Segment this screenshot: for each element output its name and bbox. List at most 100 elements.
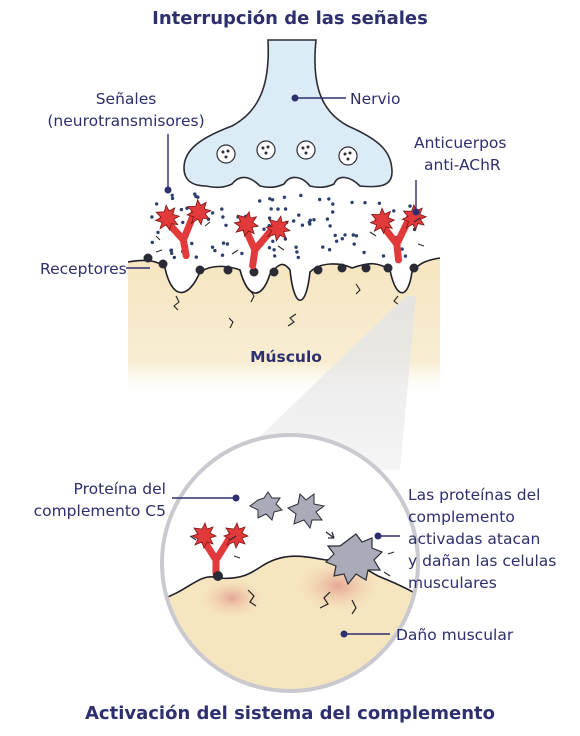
receptor-dot <box>409 263 419 273</box>
neurotransmitter-dot <box>295 250 299 254</box>
neurotransmitter-dot <box>362 250 366 255</box>
neurotransmitter-dot <box>220 253 225 257</box>
receptor-dot <box>313 265 323 275</box>
nerve-terminal <box>183 39 393 189</box>
neurotransmitter-dot <box>333 233 337 238</box>
receptor-dot <box>361 263 371 273</box>
neurotransmitter-dot <box>150 240 154 245</box>
neurotransmitter-dot <box>185 206 189 210</box>
neurotransmitter-dot <box>331 202 335 206</box>
receptors <box>143 253 419 277</box>
neurotransmitter-dot <box>213 248 217 253</box>
neurotransmitter-dot <box>225 242 230 246</box>
antibody <box>233 210 291 270</box>
neurotransmitter-dot <box>169 248 173 253</box>
antibody <box>369 203 428 264</box>
neurotransmitter-dot <box>327 197 331 201</box>
neurotransmitter-dot <box>221 215 225 219</box>
neurotransmitter-dot <box>334 239 339 243</box>
antibody <box>154 198 212 260</box>
label-antibodies-2: anti-AChR <box>424 156 501 174</box>
neurotransmitter-dot <box>170 196 175 201</box>
neurotransmitter-dot <box>340 237 344 241</box>
neurotransmitter-dot <box>392 209 396 213</box>
neurotransmitter-dot <box>220 207 224 211</box>
neurotransmitter-dot <box>354 234 359 238</box>
neurotransmitter-dot <box>318 197 322 202</box>
neurotransmitter-dot <box>273 254 277 258</box>
title-top: Interrupción de las señales <box>152 8 428 29</box>
neurotransmitter-dot <box>210 245 215 249</box>
damage-area <box>200 578 264 618</box>
complement-protein <box>249 491 283 521</box>
vesicles <box>216 140 358 166</box>
neurotransmitter-dot <box>296 255 300 260</box>
neurotransmitter-dot <box>403 254 408 258</box>
neurotransmitter-dot <box>267 216 272 220</box>
neurotransmitter-dot <box>294 245 298 249</box>
neurotransmitter-dot <box>381 254 386 258</box>
vesicle <box>256 140 276 160</box>
label-signals-1: Señales <box>96 90 157 108</box>
neurotransmitter-dot <box>170 251 174 255</box>
label-attack-2: complemento <box>408 508 515 526</box>
neurotransmitter-dot <box>297 213 301 217</box>
neurotransmitter-dot <box>221 241 226 245</box>
neurotransmitter-dot <box>262 227 266 231</box>
receptor-dot <box>213 571 223 581</box>
arrow-icon <box>325 531 335 539</box>
label-signals-2: (neurotransmisores) <box>47 112 204 130</box>
neurotransmitter-dot <box>269 207 273 211</box>
neurotransmitter-dot <box>270 198 275 202</box>
neurotransmitter-dot <box>194 255 198 259</box>
label-nerve: Nervio <box>350 90 400 108</box>
neurotransmitter-dot <box>172 255 176 260</box>
neurotransmitter-dot <box>300 223 305 227</box>
neurotransmitter-dot <box>179 207 184 212</box>
neurotransmitter-dot <box>224 223 228 227</box>
neurotransmitter-dot <box>350 200 354 205</box>
neurotransmitter-dot <box>268 197 272 201</box>
label-damage: Daño muscular <box>396 626 514 644</box>
neurotransmitter-dot <box>154 202 159 206</box>
neurotransmitter-dot <box>325 217 330 221</box>
label-receptors: Receptores <box>40 260 127 278</box>
label-c5-1: Proteína del <box>74 480 166 498</box>
neurotransmitter-dot <box>299 193 303 198</box>
neurotransmitter-dot <box>150 215 154 219</box>
neurotransmitter-dot <box>308 222 312 226</box>
receptor-dot <box>383 263 393 273</box>
neurotransmitter-dot <box>210 211 215 215</box>
neurotransmitter-dot <box>327 248 332 252</box>
neurotransmitter-dot <box>352 242 356 246</box>
label-attack-1: Las proteínas del <box>408 486 540 504</box>
neurotransmitter-dot <box>282 195 287 199</box>
label-attack-4: y dañan las celulas <box>408 552 556 570</box>
neurotransmitter-dot <box>321 245 325 249</box>
label-antibodies-1: Anticuerpos <box>414 134 506 152</box>
receptor-dot <box>269 267 279 277</box>
receptor-dot <box>337 263 347 273</box>
neurotransmitter-dot <box>312 218 316 222</box>
neurotransmitter-dot <box>240 251 244 256</box>
label-muscle: Músculo <box>250 348 322 366</box>
neurotransmitter-dot <box>181 220 185 225</box>
vesicle <box>338 146 358 166</box>
complement-protein <box>286 492 326 530</box>
receptor-dot <box>195 265 205 275</box>
neurotransmitter-dot <box>292 219 296 223</box>
neurotransmitter-dot <box>331 210 335 214</box>
neurotransmitter-dot <box>267 246 272 250</box>
receptor-dot <box>158 259 168 269</box>
neurotransmitter-dot <box>377 201 382 205</box>
title-bottom: Activación del sistema del complemento <box>85 703 495 724</box>
vesicle <box>216 144 236 164</box>
label-c5-2: complemento C5 <box>34 502 166 520</box>
receptor-dot <box>249 267 259 277</box>
neurotransmitter-dot <box>276 207 280 211</box>
zoom-circle <box>160 433 420 693</box>
neurotransmitter-dot <box>272 248 276 252</box>
neurotransmitter-dot <box>190 241 194 246</box>
neurotransmitter-dot <box>363 201 367 205</box>
